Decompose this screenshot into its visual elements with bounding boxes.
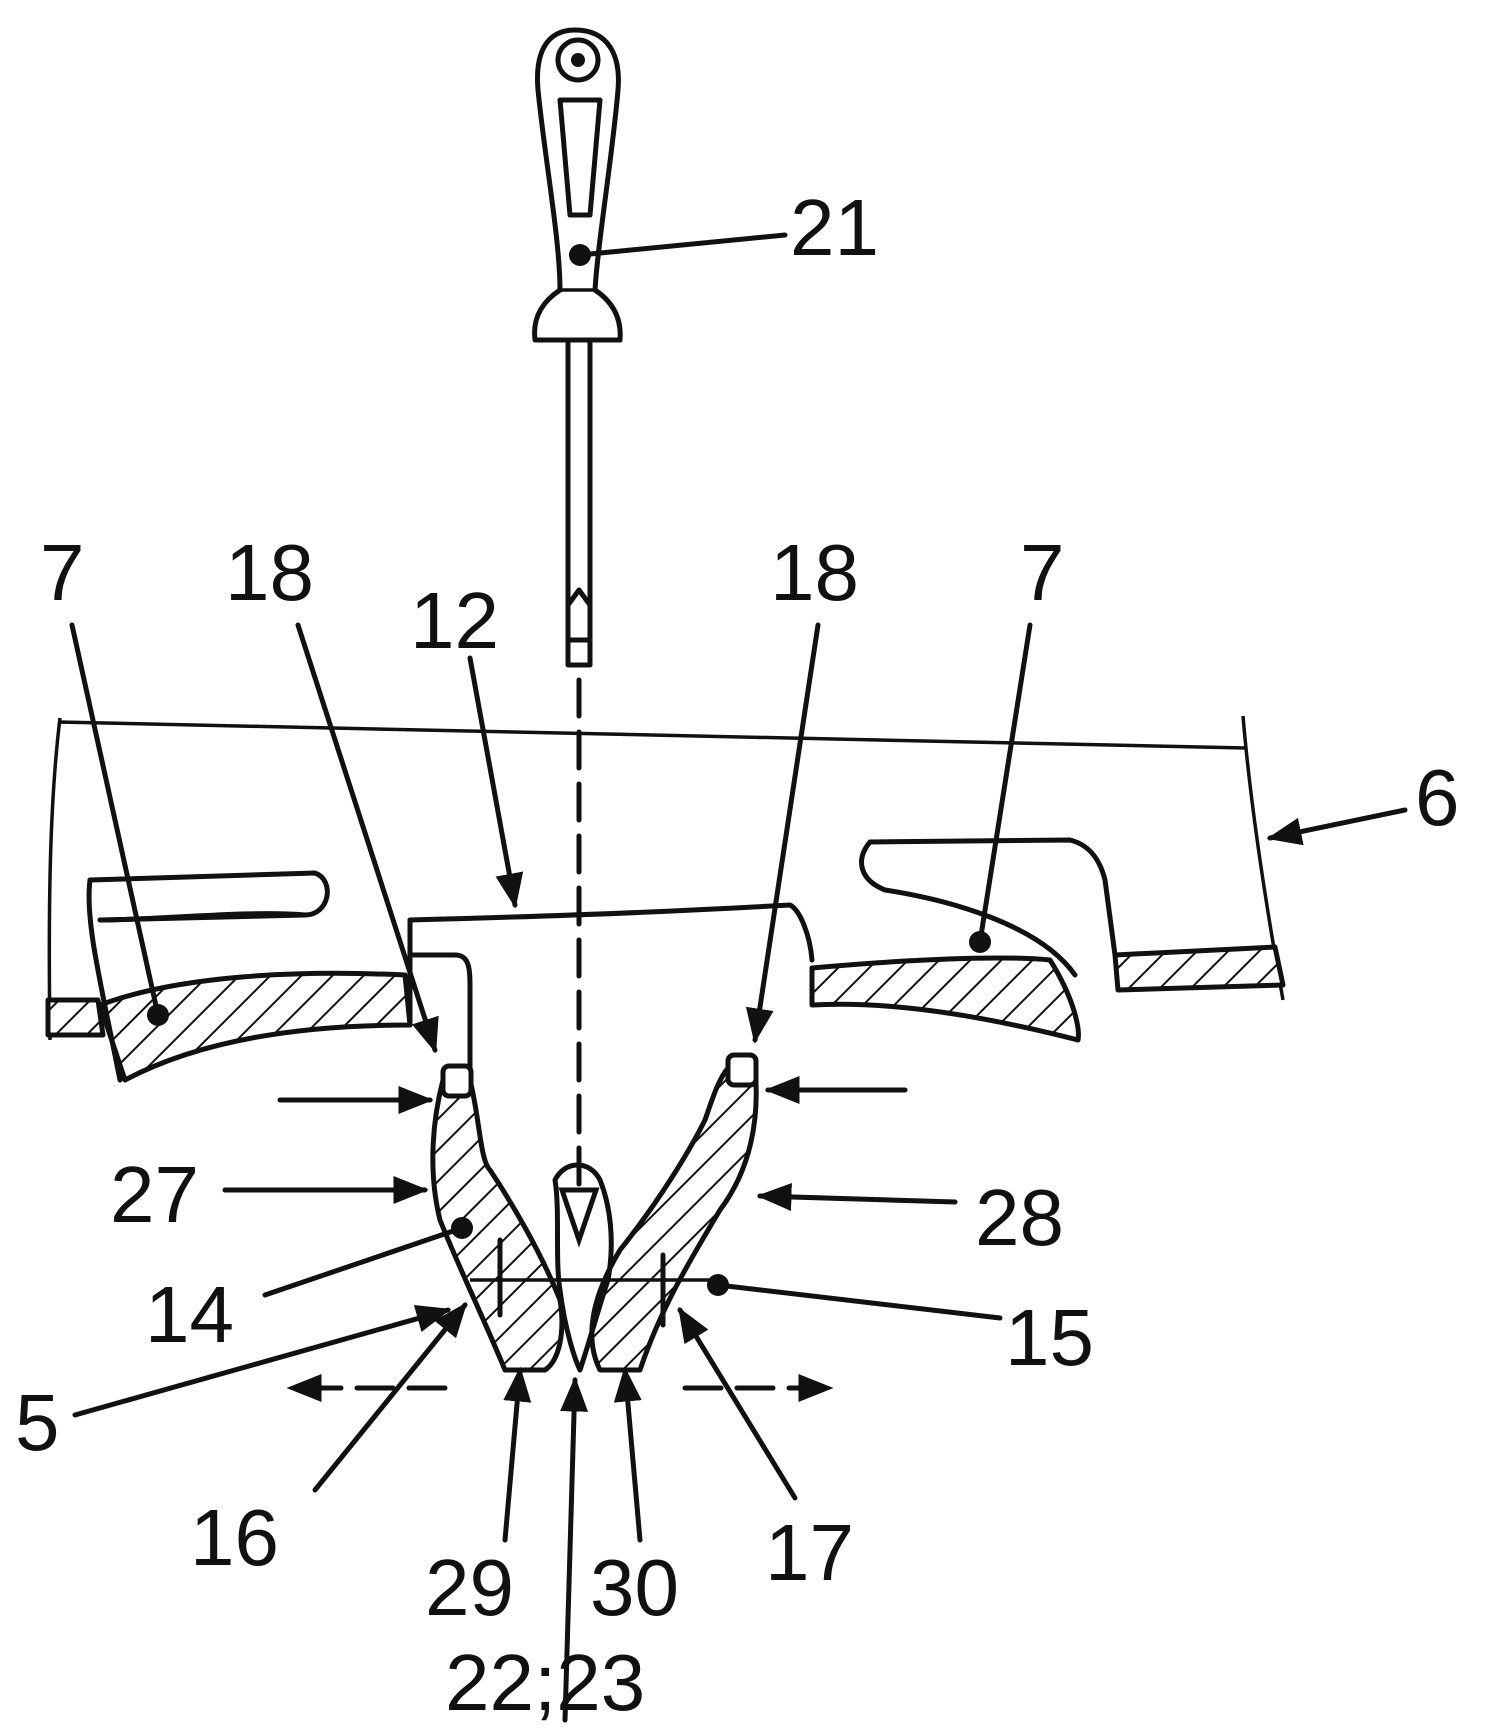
label-30: 30 [590, 1543, 679, 1632]
label-17: 17 [765, 1508, 854, 1597]
housing-outline [45, 715, 1286, 1083]
label-6: 6 [1415, 753, 1460, 842]
screwdriver [532, 27, 623, 1248]
label-29: 29 [425, 1543, 514, 1632]
label-5: 5 [15, 1378, 60, 1467]
label-18-left: 18 [225, 528, 314, 617]
label-7-left: 7 [40, 528, 85, 617]
label-14: 14 [145, 1270, 234, 1359]
latch-assembly [147, 931, 991, 1373]
label-22-23: 22;23 [445, 1638, 645, 1727]
label-16: 16 [190, 1493, 279, 1582]
reference-numerals: 21 7 18 12 18 7 6 27 28 14 15 5 16 17 29… [15, 183, 1460, 1727]
label-15: 15 [1005, 1293, 1094, 1382]
label-27: 27 [110, 1150, 199, 1239]
label-7-right: 7 [1020, 528, 1065, 617]
label-18-right: 18 [770, 528, 859, 617]
label-21: 21 [790, 183, 879, 272]
leader-lines [69, 232, 1408, 1723]
label-12: 12 [410, 576, 499, 665]
label-28: 28 [975, 1173, 1064, 1262]
